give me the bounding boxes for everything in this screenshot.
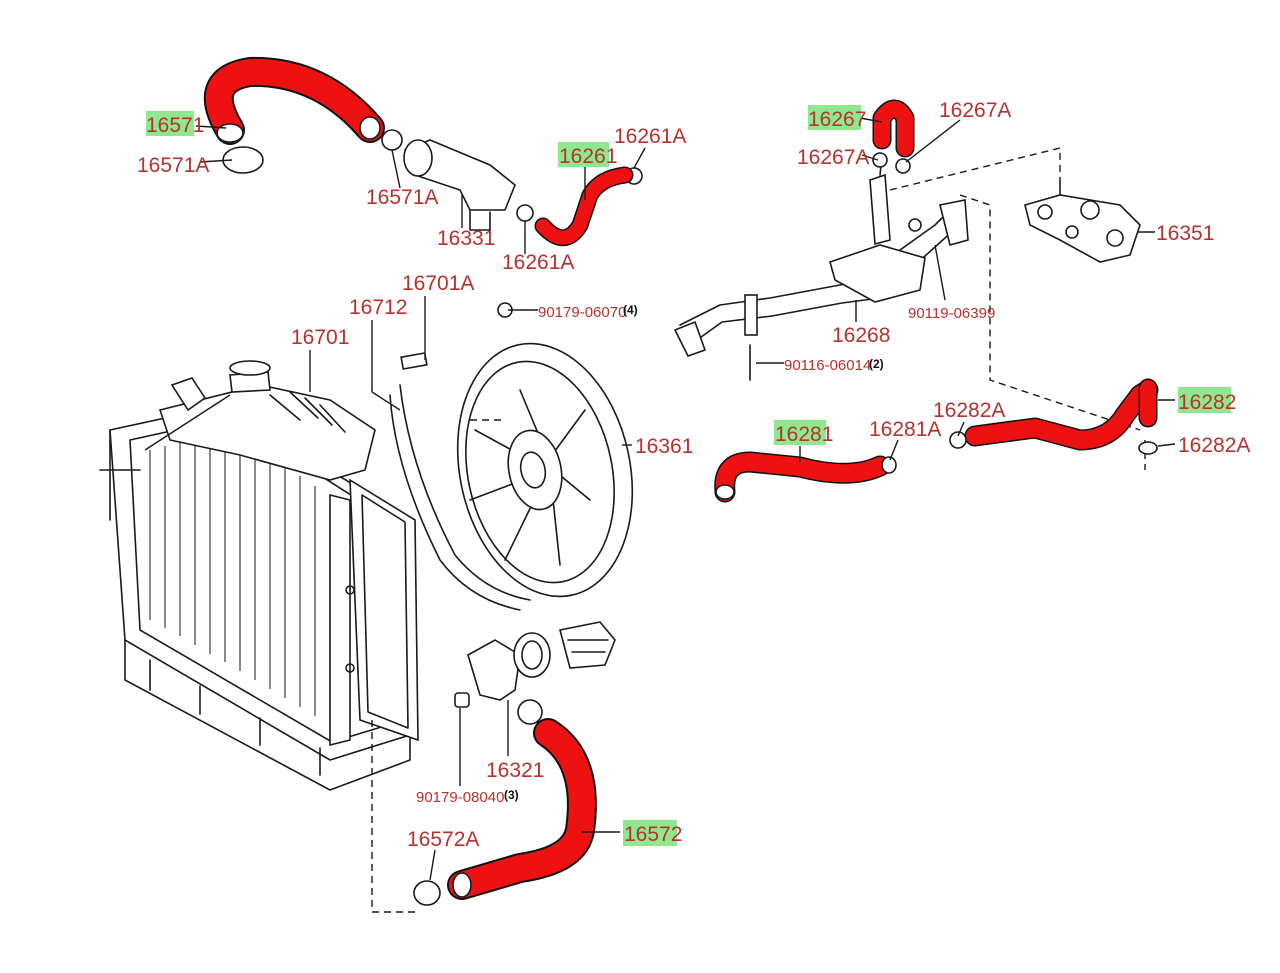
- label-16701A: 16701A: [402, 272, 474, 295]
- label-16281A: 16281A: [869, 418, 941, 441]
- label-16712: 16712: [349, 296, 407, 319]
- label-16361: 16361: [635, 435, 693, 458]
- label-90179-08040: 90179-08040: [416, 789, 504, 806]
- qty-90116: (2): [869, 357, 884, 371]
- qty-90179-08040: (3): [504, 788, 519, 802]
- label-16281: 16281: [775, 423, 833, 446]
- label-highlights: [146, 105, 1231, 846]
- label-16268: 16268: [832, 324, 890, 347]
- label-16571A-left: 16571A: [137, 154, 209, 177]
- label-16261A-bottom: 16261A: [502, 251, 574, 274]
- label-16321: 16321: [486, 759, 544, 782]
- leader-lines: [144, 117, 1176, 881]
- label-16267: 16267: [808, 108, 866, 131]
- radiator: [99, 360, 411, 791]
- label-16261: 16261: [559, 145, 617, 168]
- hose-16571: [203, 56, 385, 174]
- label-16351: 16351: [1156, 222, 1214, 245]
- bypass-pipe: [673, 152, 969, 381]
- label-90179-06070: 90179-06070: [538, 304, 626, 321]
- label-16261A-top: 16261A: [614, 125, 686, 148]
- label-16571: 16571: [146, 114, 204, 137]
- label-16701: 16701: [291, 326, 349, 349]
- label-16571A-right: 16571A: [366, 186, 438, 209]
- fan-shroud: [349, 352, 531, 742]
- label-16572A: 16572A: [407, 828, 479, 851]
- label-16572: 16572: [624, 823, 682, 846]
- label-16331: 16331: [437, 227, 495, 250]
- label-16267A-left: 16267A: [797, 146, 869, 169]
- water-outlet-housing: [454, 621, 616, 725]
- qty-90179-06070: (4): [623, 303, 638, 317]
- label-16282A-left: 16282A: [933, 399, 1005, 422]
- hose-16572: [413, 718, 597, 906]
- hose-16261: [534, 166, 634, 247]
- part-labels: 16571 16571A 16571A 16331 16261 16261A 1…: [137, 99, 1250, 851]
- cooling-fan: [456, 302, 634, 598]
- hose-16282: [949, 378, 1159, 455]
- label-90119-06399: 90119-06399: [908, 305, 995, 322]
- label-90116-06014: 90116-06014: [784, 357, 871, 374]
- label-16282: 16282: [1178, 391, 1236, 414]
- water-inlet-pipe: [381, 129, 643, 231]
- hose-16281: [714, 451, 897, 503]
- label-16282A-right: 16282A: [1178, 434, 1250, 457]
- water-pump-bracket: [1024, 179, 1141, 263]
- label-16267A-right: 16267A: [939, 99, 1011, 122]
- hose-16267: [872, 99, 915, 158]
